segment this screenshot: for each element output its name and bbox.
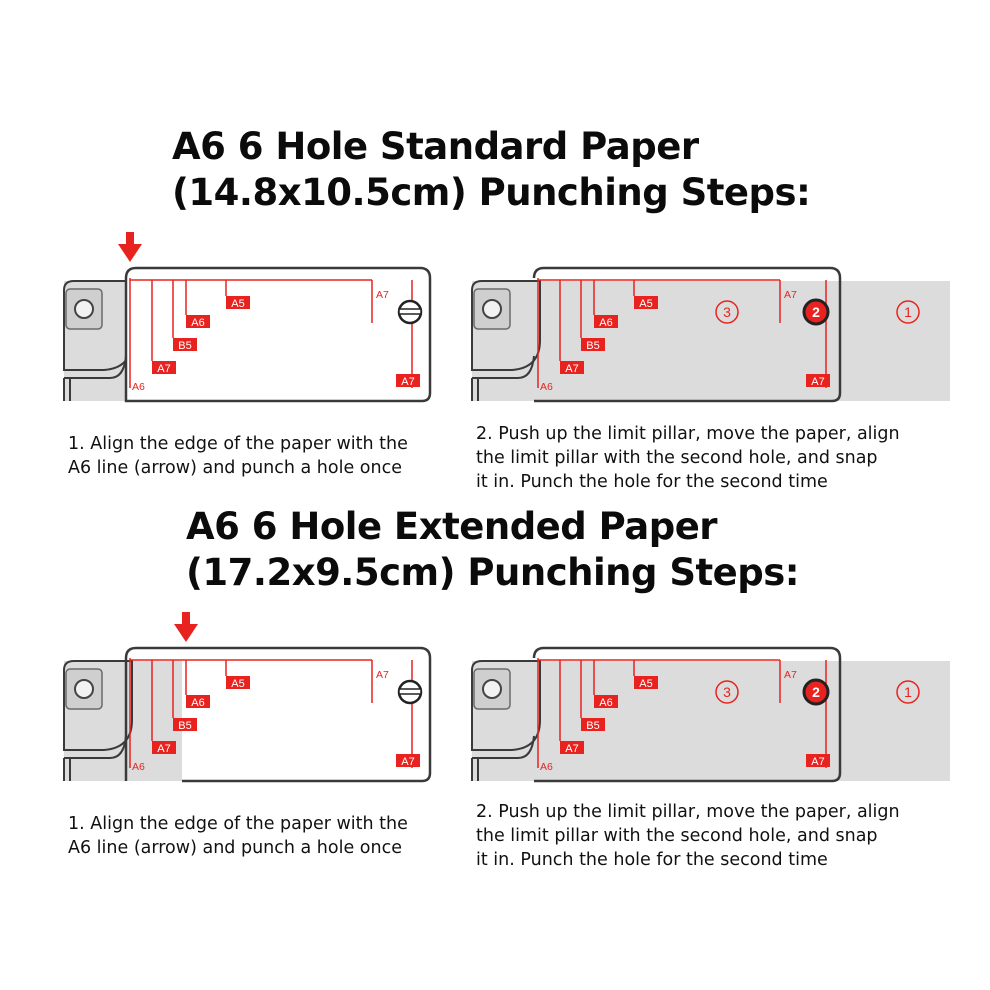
red-down-arrow-icon — [174, 612, 198, 642]
a5-label: A5 — [634, 676, 658, 690]
b5-label: B5 — [581, 718, 605, 732]
svg-text:2: 2 — [812, 684, 820, 700]
a6-line-label: A6 — [132, 761, 145, 773]
size-guide-lines — [129, 658, 413, 768]
a5-label: A5 — [226, 676, 250, 690]
svg-text:1: 1 — [904, 684, 912, 700]
paper-frame — [124, 646, 432, 783]
a7-line-label: A7 — [784, 289, 797, 301]
title-line-1: A6 6 Hole Extended Paper — [186, 505, 718, 548]
hole-1-marker: 1 — [896, 300, 920, 324]
a6-line-label: A6 — [540, 381, 553, 393]
a7-label-right: A7 — [396, 374, 420, 388]
svg-text:A5: A5 — [639, 678, 652, 690]
a6-line-label: A6 — [132, 381, 145, 393]
svg-text:A6: A6 — [191, 697, 204, 709]
svg-text:2: 2 — [812, 304, 820, 320]
hole-3-marker: 3 — [715, 300, 739, 324]
section-title-standard: A6 6 Hole Standard Paper (14.8x10.5cm) P… — [172, 124, 811, 216]
svg-text:A6: A6 — [599, 697, 612, 709]
svg-text:3: 3 — [723, 304, 731, 320]
a7-label-left: A7 — [152, 741, 176, 755]
paper-frame — [532, 266, 842, 403]
svg-text:A5: A5 — [231, 298, 244, 310]
svg-text:A7: A7 — [811, 756, 824, 768]
svg-text:A7: A7 — [401, 376, 414, 388]
svg-text:B5: B5 — [178, 340, 191, 352]
size-guide-lines — [129, 278, 413, 388]
step2-caption-standard: 2. Push up the limit pillar, move the pa… — [476, 424, 900, 492]
step1-caption-standard: 1. Align the edge of the paper with the … — [68, 434, 408, 478]
a7-line-label: A7 — [376, 289, 389, 301]
a7-label-left: A7 — [560, 741, 584, 755]
svg-text:A7: A7 — [157, 363, 170, 375]
a7-label-left: A7 — [152, 361, 176, 375]
b5-label: B5 — [173, 718, 197, 732]
title-line-2: (17.2x9.5cm) Punching Steps: — [186, 551, 800, 594]
svg-text:A6: A6 — [191, 317, 204, 329]
step1-caption-extended: 1. Align the edge of the paper with the … — [68, 814, 408, 858]
svg-text:3: 3 — [723, 684, 731, 700]
step1-diagram-standard: A5 A6 B5 A7 A6 A7 A7 — [63, 232, 432, 403]
circle-hole-icon — [482, 299, 502, 319]
svg-text:A7: A7 — [565, 363, 578, 375]
punch-device — [471, 660, 541, 781]
limit-pillar-icon — [397, 679, 423, 705]
step2-caption-extended: 2. Push up the limit pillar, move the pa… — [476, 802, 900, 870]
step1-diagram-extended: A5 A6 B5 A7 A6 A7 A7 — [63, 612, 432, 783]
hole-2-marker: 2 — [802, 678, 830, 706]
paper-shaded — [472, 661, 950, 781]
size-guide-lines — [537, 658, 827, 768]
a6-label: A6 — [594, 315, 618, 329]
svg-text:A5: A5 — [231, 678, 244, 690]
svg-text:1: 1 — [904, 304, 912, 320]
circle-hole-icon — [74, 679, 94, 699]
punch-device — [63, 660, 133, 781]
svg-text:A7: A7 — [401, 756, 414, 768]
circle-hole-icon — [482, 679, 502, 699]
a6-line-label: A6 — [540, 761, 553, 773]
svg-text:A5: A5 — [639, 298, 652, 310]
a7-label-right: A7 — [396, 754, 420, 768]
size-guide-lines — [537, 278, 827, 388]
svg-text:B5: B5 — [178, 720, 191, 732]
hole-2-marker: 2 — [802, 298, 830, 326]
circle-hole-icon — [74, 299, 94, 319]
a5-label: A5 — [634, 296, 658, 310]
section-title-extended: A6 6 Hole Extended Paper (17.2x9.5cm) Pu… — [186, 504, 800, 596]
svg-text:A7: A7 — [157, 743, 170, 755]
a7-label-right: A7 — [806, 754, 830, 768]
paper-frame — [124, 266, 432, 403]
a7-label-right: A7 — [806, 374, 830, 388]
title-line-1: A6 6 Hole Standard Paper — [172, 125, 699, 168]
a6-label: A6 — [594, 695, 618, 709]
svg-text:B5: B5 — [586, 720, 599, 732]
step2-diagram-standard: A5 A6 B5 A7 A6 A7 A7 3 2 1 — [471, 266, 950, 403]
svg-text:A7: A7 — [565, 743, 578, 755]
b5-label: B5 — [581, 338, 605, 352]
a5-label: A5 — [226, 296, 250, 310]
svg-text:A7: A7 — [811, 376, 824, 388]
paper-frame — [532, 646, 842, 783]
paper-shaded — [472, 281, 950, 401]
hole-3-marker: 3 — [715, 680, 739, 704]
a6-label: A6 — [186, 695, 210, 709]
a7-label-left: A7 — [560, 361, 584, 375]
a7-line-label: A7 — [376, 669, 389, 681]
a6-label: A6 — [186, 315, 210, 329]
svg-text:B5: B5 — [586, 340, 599, 352]
hole-1-marker: 1 — [896, 680, 920, 704]
a7-line-label: A7 — [784, 669, 797, 681]
red-down-arrow-icon — [118, 232, 142, 262]
svg-text:A6: A6 — [599, 317, 612, 329]
limit-pillar-icon — [397, 299, 423, 325]
punch-device — [471, 280, 541, 401]
title-line-2: (14.8x10.5cm) Punching Steps: — [172, 171, 811, 214]
step2-diagram-extended: A5 A6 B5 A7 A6 A7 A7 3 2 1 — [471, 646, 950, 783]
b5-label: B5 — [173, 338, 197, 352]
